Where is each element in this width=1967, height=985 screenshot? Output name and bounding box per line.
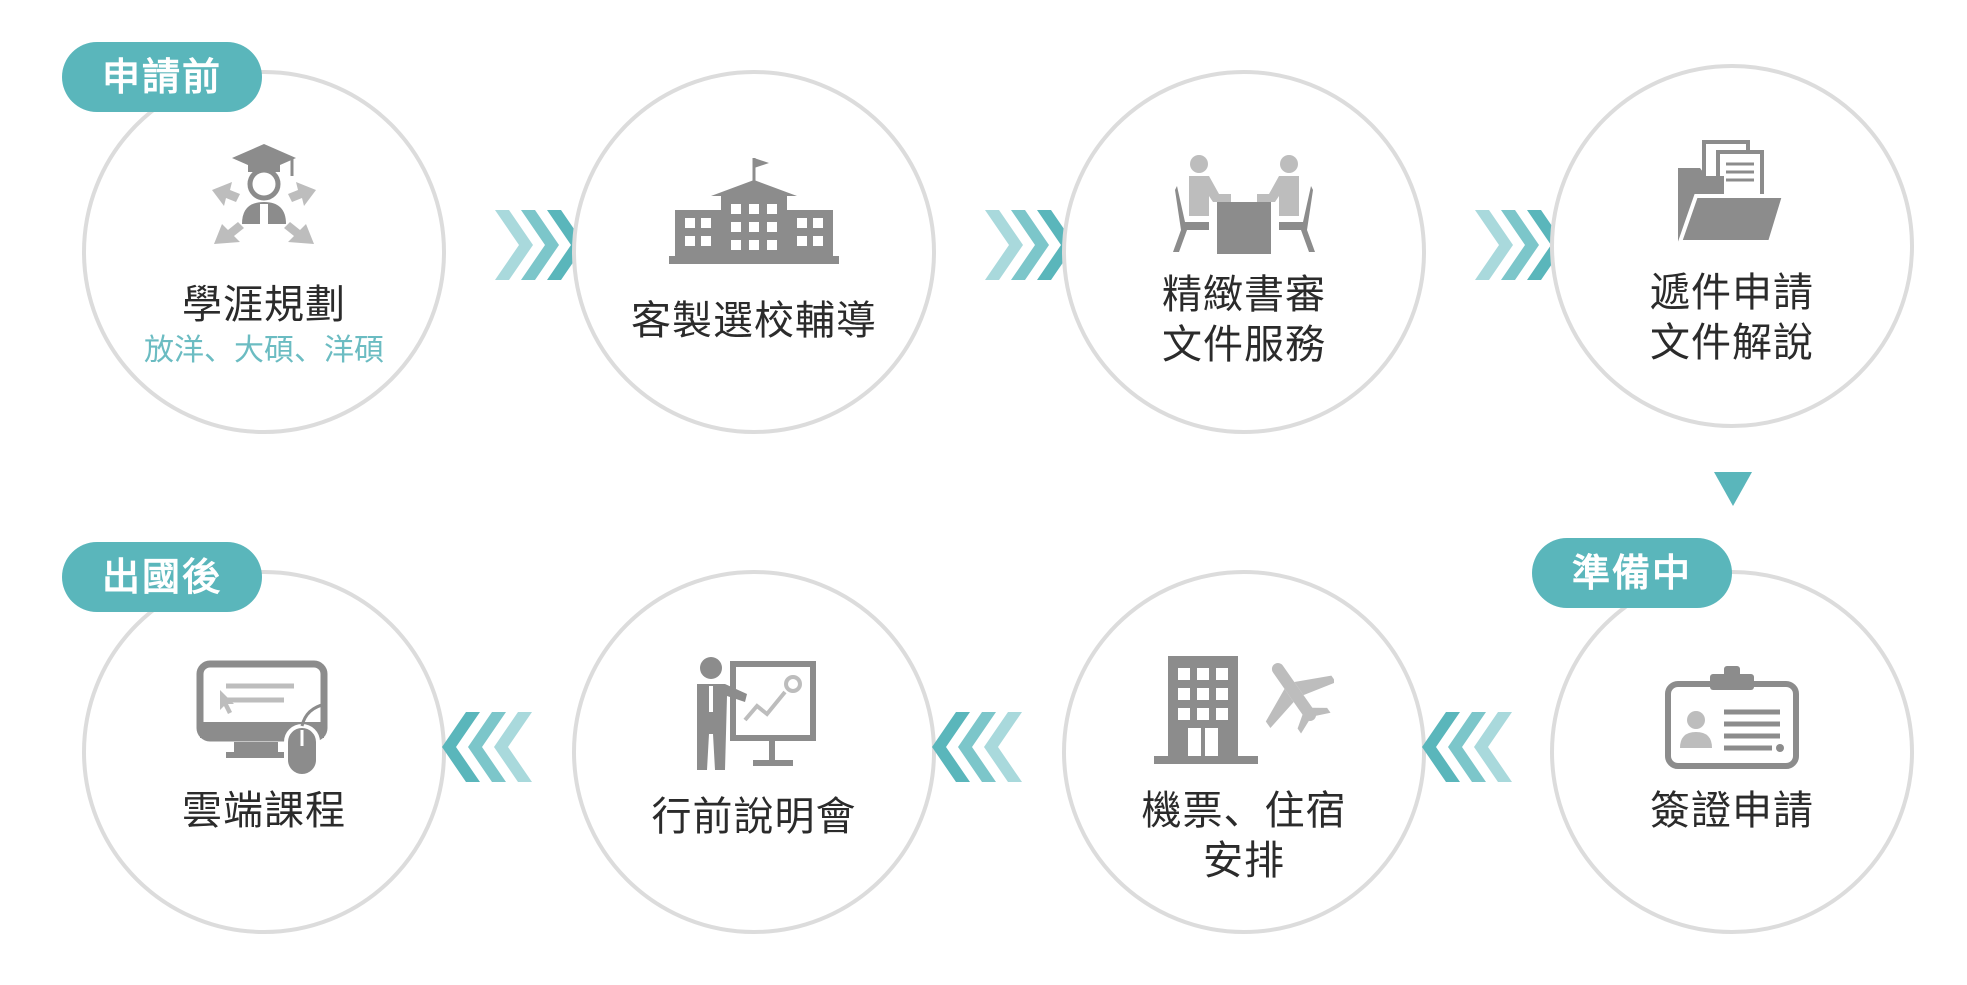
step-circle-career-planning: 學涯規劃 放洋、大碩、洋碩 xyxy=(82,70,446,434)
step-label: 學涯規劃 xyxy=(182,282,346,328)
step-label: 機票、住宿 xyxy=(1141,788,1347,834)
school-building-icon xyxy=(669,158,839,264)
step-circle-submission: 遞件申請 文件解說 xyxy=(1550,64,1914,428)
chevron-left-icon xyxy=(1422,712,1512,782)
step-label: 遞件申請 xyxy=(1650,270,1814,316)
presenter-icon xyxy=(697,657,816,770)
step-circle-school-selection: 客製選校輔導 xyxy=(572,70,936,434)
chevron-left-icon xyxy=(442,712,532,782)
step-circle-flight-housing: 機票、住宿 安排 xyxy=(1062,570,1426,934)
folder-icon xyxy=(1677,140,1787,244)
computer-mouse-icon xyxy=(196,660,328,778)
id-card-icon xyxy=(1665,666,1799,769)
step-circle-visa: 簽證申請 xyxy=(1550,570,1914,934)
step-label: 精緻書審 xyxy=(1162,272,1326,318)
phase-badge-after: 出國後 xyxy=(62,542,262,612)
triangle-down-icon xyxy=(1714,472,1752,506)
step-label: 行前說明會 xyxy=(651,794,857,840)
step-label-line2: 安排 xyxy=(1203,838,1285,884)
step-label: 簽證申請 xyxy=(1650,788,1814,834)
step-sublabel: 放洋、大碩、洋碩 xyxy=(144,333,384,368)
step-circle-document-service: 精緻書審 文件服務 xyxy=(1062,70,1426,434)
step-label: 雲端課程 xyxy=(182,788,346,834)
step-label-line2: 文件服務 xyxy=(1162,322,1326,368)
step-label-line2: 文件解說 xyxy=(1650,320,1814,366)
hotel-plane-icon xyxy=(1154,656,1334,764)
step-label: 客製選校輔導 xyxy=(631,298,877,344)
chevron-left-icon xyxy=(932,712,1022,782)
step-circle-online-course: 雲端課程 xyxy=(82,570,446,934)
phase-badge-before: 申請前 xyxy=(62,42,262,112)
step-circle-pre-departure: 行前說明會 xyxy=(572,570,936,934)
graduate-icon xyxy=(212,144,316,244)
phase-badge-during: 準備中 xyxy=(1532,538,1732,608)
meeting-icon xyxy=(1173,155,1315,254)
